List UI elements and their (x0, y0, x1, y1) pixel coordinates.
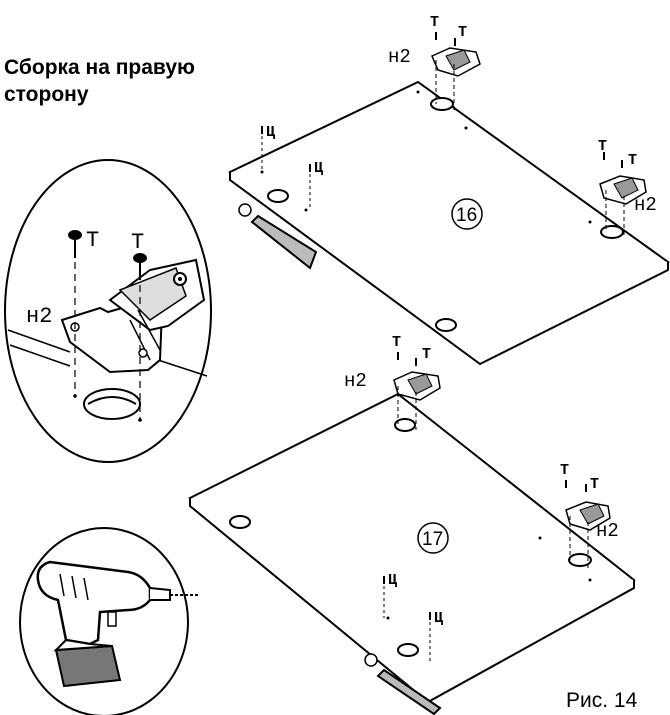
screw-label: Т (590, 476, 599, 493)
hinge-detail-view: Т Т н2 (4, 159, 212, 463)
hinge-top (431, 47, 481, 110)
hinge-top (393, 371, 441, 430)
screw-icon (133, 253, 147, 280)
hinge-right (599, 175, 647, 238)
dowel-label: Ц (388, 572, 397, 589)
panel-17: 17 Т Т н2 Т Т н2 Ц Ц (188, 334, 636, 715)
panel-16: 16 Т Т н2 Т Т н2 Ц Ц (228, 14, 670, 366)
dowel-label: Ц (434, 610, 443, 627)
dowel-label: Ц (266, 124, 275, 141)
hinge-label: н2 (26, 304, 52, 329)
assembly-title: Сборка на правую сторону (4, 56, 195, 106)
screw-label: Т (458, 24, 467, 41)
hinge-detail (60, 258, 206, 374)
screw-icon (68, 230, 82, 258)
hinge-right (565, 501, 611, 568)
hinge-label: н2 (596, 520, 619, 542)
panel-number: 17 (422, 529, 443, 550)
screw-label: Т (86, 228, 99, 253)
figure-caption: Рис. 14 (566, 689, 638, 712)
screw-label: Т (131, 230, 144, 255)
hinge-label: н2 (388, 46, 411, 68)
hinge-label: н2 (634, 194, 657, 216)
screw-label: Т (430, 14, 439, 31)
panel-number: 16 (456, 205, 477, 226)
drill-icon (19, 527, 200, 715)
hinge-label: н2 (344, 370, 367, 392)
dowel-label: Ц (314, 160, 323, 177)
screw-label: Т (628, 152, 637, 169)
screw-label: Т (422, 346, 431, 363)
screw-label: Т (560, 462, 569, 479)
screw-label: Т (392, 334, 401, 351)
screw-label: Т (598, 138, 607, 155)
